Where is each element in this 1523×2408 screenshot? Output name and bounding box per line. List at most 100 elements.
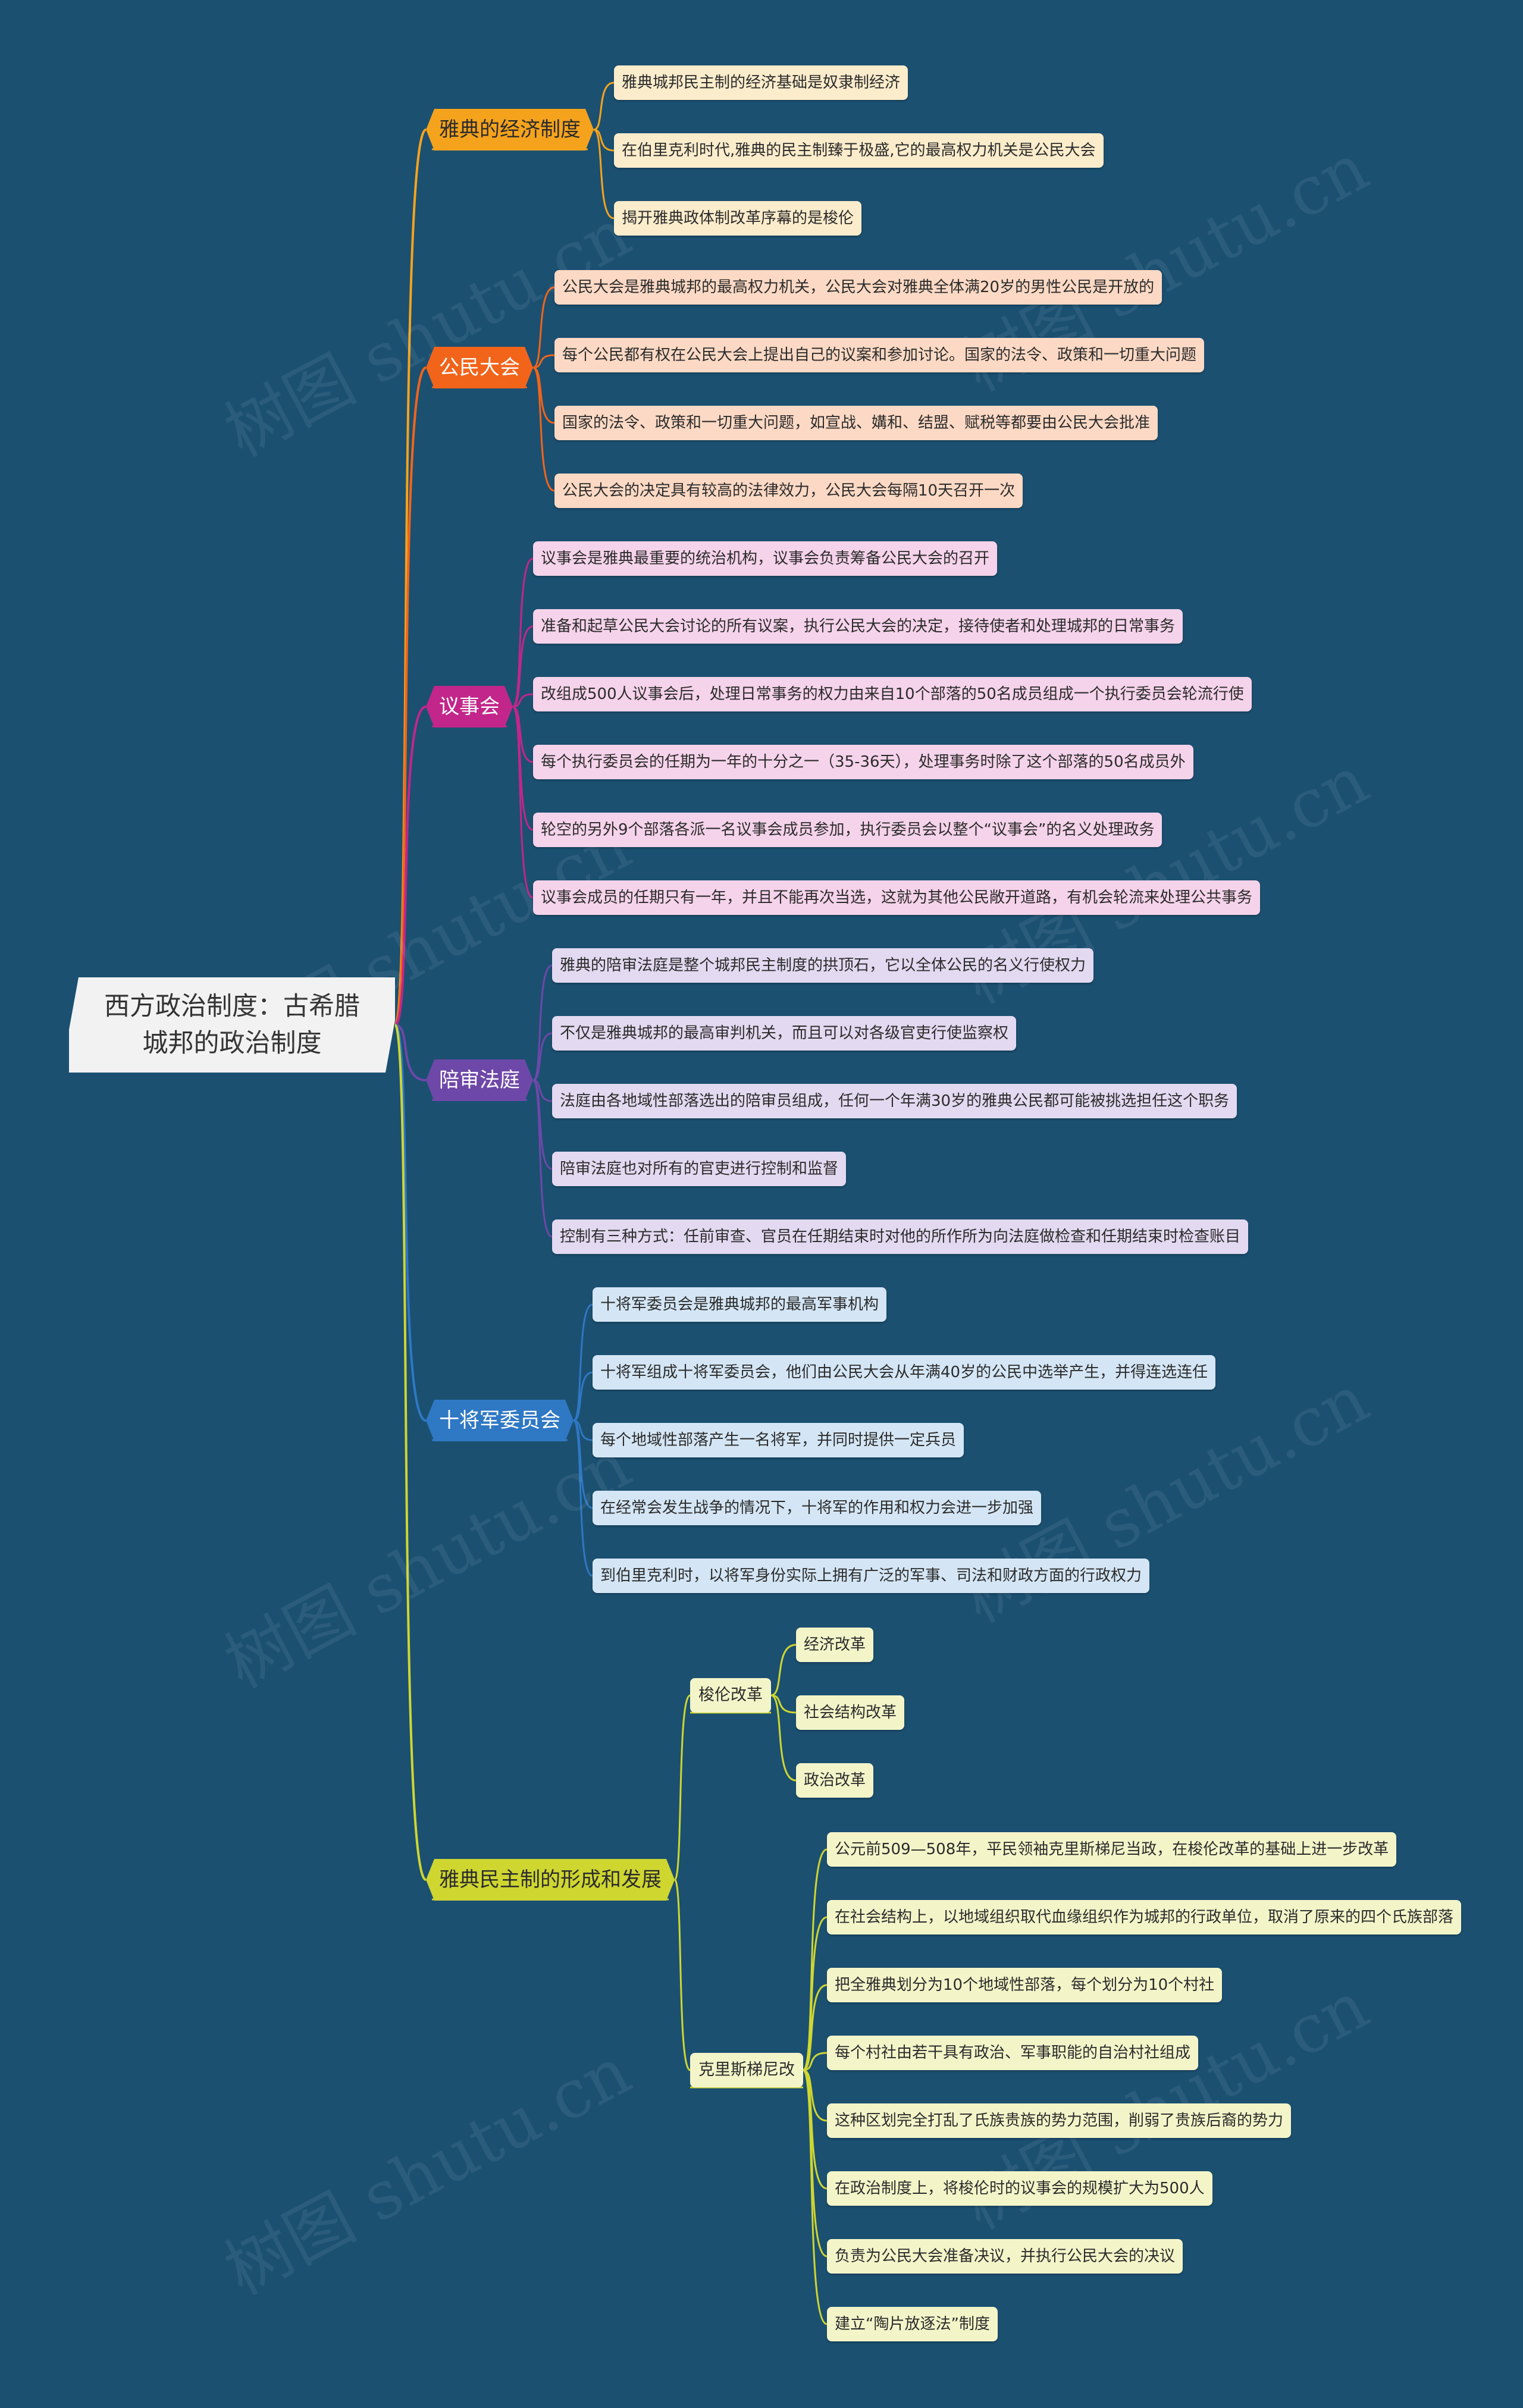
leaf-topic-label: 这种区划完全打乱了氏族贵族的势力范围，削弱了贵族后裔的势力 — [835, 2112, 1284, 2130]
sub-topic[interactable]: 梭伦改革 — [690, 1678, 771, 1713]
leaf-topic[interactable]: 十将军组成十将军委员会，他们由公民大会从年满40岁的公民中选举产生，并得连选连任 — [593, 1355, 1216, 1390]
leaf-topic-label: 把全雅典划分为10个地域性部落，每个划分为10个村社 — [835, 1976, 1215, 1994]
leaf-topic-label: 公民大会是雅典城邦的最高权力机关，公民大会对雅典全体满20岁的男性公民是开放的 — [562, 278, 1155, 296]
leaf-topic-label: 雅典的陪审法庭是整个城邦民主制度的拱顶石，它以全体公民的名义行使权力 — [560, 957, 1086, 974]
leaf-topic[interactable]: 法庭由各地域性部落选出的陪审员组成，任何一个年满30岁的雅典公民都可能被挑选担任… — [552, 1084, 1237, 1118]
leaf-topic[interactable]: 这种区划完全打乱了氏族贵族的势力范围，削弱了贵族后裔的势力 — [827, 2103, 1292, 2138]
connector-line — [673, 1694, 691, 1881]
connector-line — [512, 706, 534, 899]
connector-line — [770, 1694, 797, 1714]
connector-line — [532, 366, 555, 424]
branch-topic[interactable]: 陪审法庭 — [426, 1059, 533, 1101]
connector-line — [394, 128, 427, 1026]
leaf-topic[interactable]: 建立“陶片放逐法”制度 — [827, 2307, 998, 2341]
leaf-topic-label: 在伯里克利时代,雅典的民主制臻于极盛,它的最高权力机关是公民大会 — [622, 142, 1096, 159]
leaf-topic-label: 经济改革 — [804, 1636, 866, 1654]
leaf-topic[interactable]: 议事会是雅典最重要的统治机构，议事会负责筹备公民大会的召开 — [533, 541, 998, 576]
leaf-topic-label: 轮空的另外9个部落各派一名议事会成员参加，执行委员会以整个“议事会”的名义处理政… — [541, 821, 1155, 839]
leaf-topic-label: 准备和起草公民大会讨论的所有议案，执行公民大会的决定，接待使者和处理城邦的日常事… — [541, 617, 1176, 635]
leaf-topic-label: 社会结构改革 — [804, 1704, 897, 1722]
leaf-topic-label: 控制有三种方式：任前审查、官员在任期结束时对他的所作所为向法庭做检查和任期结束时… — [560, 1228, 1241, 1246]
connector-line — [532, 964, 553, 1081]
leaf-topic[interactable]: 每个公民都有权在公民大会上提出自己的议案和参加讨论。国家的法令、政策和一切重大问… — [554, 338, 1205, 372]
leaf-topic[interactable]: 经济改革 — [796, 1628, 874, 1662]
branch-topic-label: 雅典民主制的形成和发展 — [439, 1868, 662, 1892]
branch-topic-label: 议事会 — [439, 695, 500, 719]
connector-line — [593, 128, 615, 220]
connector-line — [573, 1419, 593, 1441]
leaf-topic[interactable]: 每个地域性部落产生一名将军，并同时提供一定兵员 — [593, 1423, 964, 1457]
leaf-topic[interactable]: 公民大会是雅典城邦的最高权力机关，公民大会对雅典全体满20岁的男性公民是开放的 — [554, 270, 1162, 305]
root-title: 西方政治制度：古希腊城邦的政治制度 — [104, 992, 360, 1058]
leaf-topic-label: 负责为公民大会准备决议，并执行公民大会的决议 — [835, 2247, 1176, 2265]
leaf-topic[interactable]: 揭开雅典政体制改革序幕的是梭伦 — [614, 201, 862, 236]
connector-line — [532, 366, 555, 492]
leaf-topic[interactable]: 雅典的陪审法庭是整个城邦民主制度的拱顶石，它以全体公民的名义行使权力 — [552, 948, 1094, 983]
connector-line — [573, 1303, 593, 1422]
branch-topic-label: 公民大会 — [439, 356, 520, 380]
connector-line — [803, 2069, 828, 2122]
leaf-topic[interactable]: 公元前509—508年，平民领袖克里斯梯尼当政，在梭伦改革的基础上进一步改革 — [827, 1832, 1397, 1867]
leaf-topic-label: 陪审法庭也对所有的官吏进行控制和监督 — [560, 1160, 839, 1178]
sub-topic[interactable]: 克里斯梯尼改 — [690, 2053, 803, 2087]
leaf-topic[interactable]: 在经常会发生战争的情况下，十将军的作用和权力会进一步加强 — [593, 1491, 1042, 1525]
connector-line — [532, 1079, 553, 1170]
connector-line — [573, 1371, 593, 1422]
connector-line — [512, 557, 534, 708]
leaf-topic[interactable]: 每个村社由若干具有政治、军事职能的自治村社组成 — [827, 2036, 1199, 2070]
leaf-topic-label: 法庭由各地域性部落选出的陪审员组成，任何一个年满30岁的雅典公民都可能被挑选担任… — [560, 1092, 1230, 1110]
branch-topic[interactable]: 十将军委员会 — [426, 1400, 574, 1441]
connector-line — [512, 625, 534, 708]
connector-line — [394, 1024, 427, 1422]
leaf-topic[interactable]: 在伯里克利时代,雅典的民主制臻于极盛,它的最高权力机关是公民大会 — [614, 133, 1104, 168]
leaf-topic-label: 在社会结构上，以地域组织取代血缘组织作为城邦的行政单位，取消了原来的四个氏族部落 — [835, 1908, 1454, 1926]
connector-line — [394, 1024, 427, 1881]
leaf-topic[interactable]: 国家的法令、政策和一切重大问题，如宣战、媾和、结盟、赋税等都要由公民大会批准 — [554, 406, 1158, 440]
branch-topic[interactable]: 雅典的经济制度 — [426, 109, 594, 150]
connector-line — [532, 1032, 553, 1081]
leaf-topic[interactable]: 在社会结构上，以地域组织取代血缘组织作为城邦的行政单位，取消了原来的四个氏族部落 — [827, 1900, 1462, 1934]
leaf-topic-label: 国家的法令、政策和一切重大问题，如宣战、媾和、结盟、赋税等都要由公民大会批准 — [562, 414, 1151, 432]
connector-line — [532, 286, 555, 369]
leaf-topic[interactable]: 政治改革 — [796, 1763, 874, 1798]
connector-line — [572, 1419, 593, 1577]
leaf-topic[interactable]: 不仅是雅典城邦的最高审判机关，而且可以对各级官吏行使监察权 — [552, 1016, 1017, 1051]
leaf-topic[interactable]: 每个执行委员会的任期为一年的十分之一（35-36天），处理事务时除了这个部落的5… — [533, 745, 1193, 779]
leaf-topic[interactable]: 到伯里克利时，以将军身份实际上拥有广泛的军事、司法和财政方面的行政权力 — [593, 1559, 1150, 1593]
leaf-topic[interactable]: 控制有三种方式：任前审查、官员在任期结束时对他的所作所为向法庭做检查和任期结束时… — [552, 1219, 1249, 1254]
root-topic[interactable]: 西方政治制度：古希腊城邦的政治制度 — [69, 977, 395, 1073]
connector-line — [394, 1024, 427, 1081]
leaf-topic[interactable]: 在政治制度上，将梭伦时的议事会的规模扩大为500人 — [827, 2171, 1212, 2206]
sub-topic-label: 梭伦改革 — [698, 1686, 763, 1704]
leaf-topic-label: 不仅是雅典城邦的最高审判机关，而且可以对各级官吏行使监察权 — [560, 1024, 1009, 1042]
leaf-topic-label: 每个公民都有权在公民大会上提出自己的议案和参加讨论。国家的法令、政策和一切重大问… — [562, 346, 1197, 364]
branch-topic[interactable]: 公民大会 — [426, 347, 533, 388]
leaf-topic[interactable]: 轮空的另外9个部落各派一名议事会成员参加，执行委员会以整个“议事会”的名义处理政… — [533, 813, 1162, 847]
connector-line — [573, 1419, 593, 1509]
connector-line — [803, 1916, 828, 2071]
connector-line — [802, 1848, 828, 2071]
leaf-topic-label: 十将军委员会是雅典城邦的最高军事机构 — [600, 1296, 879, 1313]
leaf-topic[interactable]: 雅典城邦民主制的经济基础是奴隶制经济 — [614, 65, 908, 100]
leaf-topic-label: 议事会是雅典最重要的统治机构，议事会负责筹备公民大会的召开 — [541, 550, 990, 567]
leaf-topic[interactable]: 十将军委员会是雅典城邦的最高军事机构 — [593, 1287, 887, 1322]
leaf-topic[interactable]: 社会结构改革 — [796, 1695, 905, 1730]
leaf-topic[interactable]: 负责为公民大会准备决议，并执行公民大会的决议 — [827, 2239, 1183, 2274]
leaf-topic[interactable]: 改组成500人议事会后，处理日常事务的权力由来自10个部落的50名成员组成一个执… — [533, 677, 1252, 711]
leaf-topic-label: 改组成500人议事会后，处理日常事务的权力由来自10个部落的50名成员组成一个执… — [541, 685, 1244, 703]
connector-line — [394, 706, 427, 1026]
connector-line — [802, 2069, 828, 2325]
branch-topic[interactable]: 雅典民主制的形成和发展 — [426, 1859, 675, 1901]
leaf-topic-label: 揭开雅典政体制改革序幕的是梭伦 — [622, 209, 854, 227]
connector-line — [532, 1079, 553, 1102]
leaf-topic[interactable]: 公民大会的决定具有较高的法律效力，公民大会每隔10天召开一次 — [554, 474, 1023, 508]
leaf-topic[interactable]: 陪审法庭也对所有的官吏进行控制和监督 — [552, 1152, 847, 1186]
leaf-topic[interactable]: 议事会成员的任期只有一年，并且不能再次当选，这就为其他公民敞开道路，有机会轮流来… — [533, 880, 1261, 915]
leaf-topic-label: 政治改革 — [804, 1771, 866, 1789]
leaf-topic[interactable]: 准备和起草公民大会讨论的所有议案，执行公民大会的决定，接待使者和处理城邦的日常事… — [533, 609, 1183, 644]
branch-topic[interactable]: 议事会 — [426, 686, 513, 728]
branch-topic-label: 雅典的经济制度 — [439, 118, 581, 142]
sub-topic-label: 克里斯梯尼改 — [698, 2061, 795, 2079]
leaf-topic[interactable]: 把全雅典划分为10个地域性部落，每个划分为10个村社 — [827, 1968, 1223, 2002]
